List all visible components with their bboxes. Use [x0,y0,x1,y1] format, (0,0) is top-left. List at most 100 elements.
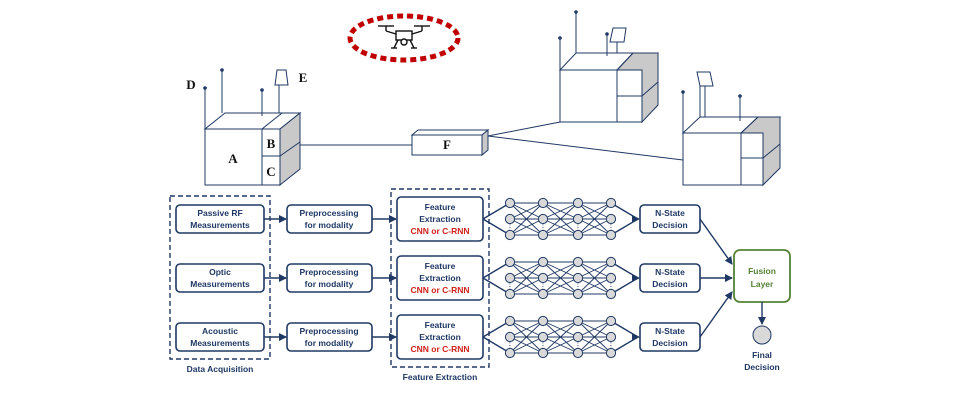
nn-input-wire [482,218,511,236]
antenna-icon [558,10,609,70]
panel-icon [696,71,714,117]
sensor-station-left [203,68,302,187]
nn-node [572,213,584,225]
nn-edge [542,320,579,354]
final-node-icon [752,325,772,345]
preprocessing-label-optic-1: Preprocessing [299,267,358,277]
label-e: E [299,70,308,85]
nn-edge [577,277,612,295]
feature-label-optic-2: Extraction [419,273,461,283]
nn-node [504,331,516,343]
feature-label-rf-1: Feature [425,202,456,212]
nn-node [504,229,516,241]
nn-node [605,229,617,241]
arrow-icon [632,333,640,341]
feature-label-acoustic-1: Feature [425,320,456,330]
nn-node [605,272,617,284]
nn-node [537,256,549,268]
nn-node [572,256,584,268]
nn-node [537,213,549,225]
nn-edge [577,202,612,236]
nn-edge [509,261,544,295]
nn-node [537,229,549,241]
final-label-2: Decision [744,362,779,372]
nn-ellipsis: ⋮ [607,223,615,232]
nn-edge [577,202,612,220]
feature-label-optic-1: Feature [425,261,456,271]
nn-node [605,197,617,209]
nn-node [504,315,516,327]
feature-label-acoustic-2: Extraction [419,332,461,342]
sensor-station-middle [558,10,660,124]
nn-ellipsis: ⋮ [506,282,514,291]
nn-node [605,288,617,300]
arrow-icon [632,274,640,282]
nn-input-wire [482,277,511,295]
arrow-icon [632,215,640,223]
antenna-icon [203,68,264,129]
nn-node [537,288,549,300]
drone-icon [347,13,461,63]
neural-network-icon: ⋮⋮⋮⋮ [482,315,640,359]
nn-node [537,272,549,284]
pipeline-row-acoustic: Acoustic Measurements Preprocessing for … [175,314,701,360]
fusion-layer-box [733,249,791,303]
nn-edge [577,336,612,354]
preprocessing-label-acoustic-1: Preprocessing [299,326,358,336]
nn-node [572,197,584,209]
nn-node [537,197,549,209]
measurement-label-rf-2: Measurements [190,220,250,230]
nn-edge [577,320,612,354]
decision-label-acoustic-1: N-State [655,326,685,336]
links [300,121,684,161]
nn-node [537,347,549,359]
nn-ellipsis: ⋮ [607,282,615,291]
measurement-label-optic-1: Optic [209,267,231,277]
nn-node [572,347,584,359]
nn-edge [577,261,612,279]
nn-node [605,347,617,359]
nn-edge [509,336,544,354]
nn-edge [509,218,544,236]
feature-label-rf-3: CNN or C-RNN [410,226,469,236]
nn-edge [509,320,544,338]
nn-ellipsis: ⋮ [539,341,547,350]
nn-node [504,256,516,268]
label-d: D [186,77,195,92]
nn-edge [509,202,544,220]
nn-ellipsis: ⋮ [539,282,547,291]
feature-extraction-group [390,188,490,368]
nn-node [572,229,584,241]
decision-label-optic-1: N-State [655,267,685,277]
nn-node [504,197,516,209]
nn-ellipsis: ⋮ [539,223,547,232]
nn-node [504,288,516,300]
preprocessing-label-rf-2: for modality [305,220,354,230]
nn-node [605,256,617,268]
panel-icon [609,27,627,53]
preprocessing-label-rf-1: Preprocessing [299,208,358,218]
feature-extraction-caption: Feature Extraction [403,372,478,382]
nn-edge [509,320,544,354]
feature-label-optic-3: CNN or C-RNN [410,285,469,295]
nn-node [537,331,549,343]
nn-ellipsis: ⋮ [506,341,514,350]
nn-edge [542,320,579,338]
nn-node [572,315,584,327]
nn-input-wire [482,261,511,279]
neural-network-icon: ⋮⋮⋮⋮ [482,256,640,300]
decision-label-rf-2: Decision [652,220,687,230]
nn-node [504,213,516,225]
nn-edge [577,320,612,338]
measurement-label-acoustic-2: Measurements [190,338,250,348]
measurement-label-optic-2: Measurements [190,279,250,289]
final-label-1: Final [752,350,772,360]
label-b: B [267,136,276,151]
nn-node [605,213,617,225]
nn-ellipsis: ⋮ [574,341,582,350]
decision-label-rf-1: N-State [655,208,685,218]
measurement-label-acoustic-1: Acoustic [202,326,238,336]
data-acquisition-group [169,195,271,360]
label-f: F [443,137,451,152]
